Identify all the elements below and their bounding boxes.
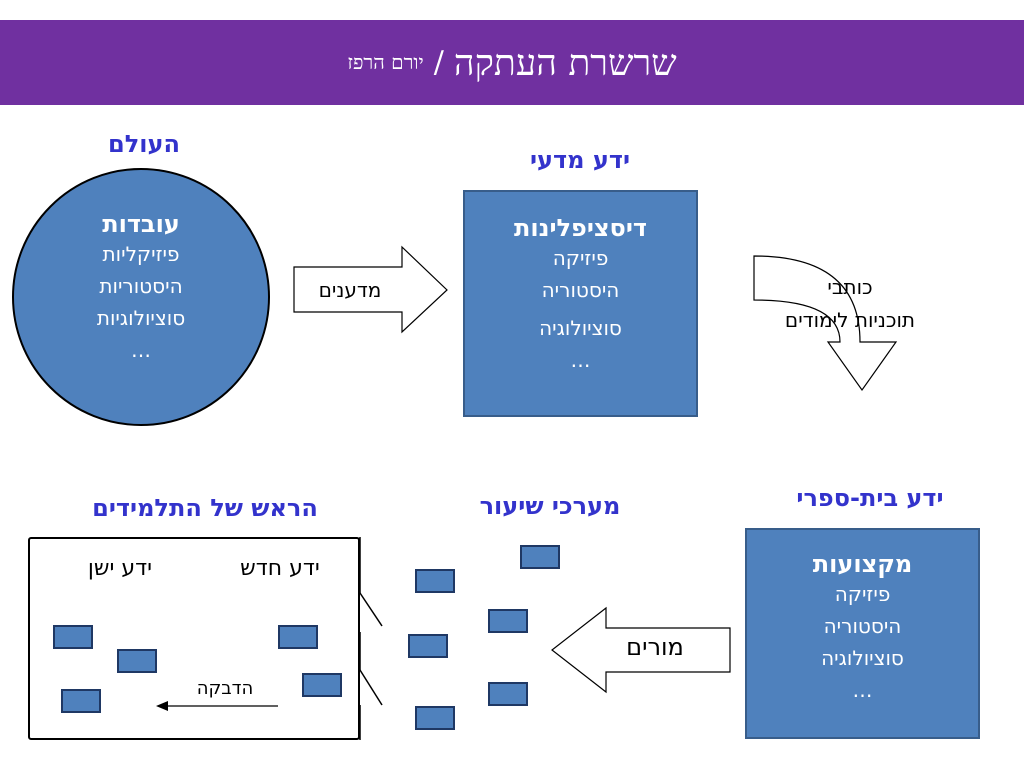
title-bar: שרשרת העתקה / יורם הרפז [0,20,1024,105]
curriculum-arrow-outline [753,255,898,392]
new-knowledge-rect [302,673,342,697]
disciplines-title: דיסציפלינות [513,214,648,242]
new-knowledge-rect [278,625,318,649]
lesson-plan-rect [415,706,455,730]
curriculum-label-line1: כותבי [827,275,873,299]
subjects-title: מקצועות [812,550,913,578]
old-knowledge-rect [61,689,101,713]
funnel-line-lower [359,669,383,706]
facts-title: עובדות [102,210,180,238]
students-head-heading: הראש של התלמידים [92,494,318,522]
discipline-physics: פיזיקה [552,246,609,270]
world-item-sociological: סוציולוגיות [96,306,186,330]
funnel-line-upper [359,592,383,627]
school-knowledge-heading: ידע בית-ספרי [796,484,944,512]
subject-sociology: סוציולוגיה [821,646,904,670]
lesson-plan-rect [408,634,448,658]
subject-history: היסטוריה [823,614,902,638]
attach-label: הדבקה [196,678,254,699]
discipline-sociology: סוציולוגיה [539,316,622,340]
scientific-knowledge-heading: ידע מדעי [529,146,631,174]
scientists-label: מדענים [318,278,382,302]
world-circle: עובדות פיזיקליות היסטוריות סוציולוגיות … [12,168,270,426]
scientists-arrow [293,245,448,334]
slide-title: שרשרת העתקה [453,42,677,84]
curriculum-label-line2: תוכניות לימודים [784,308,916,332]
subjects-ellipsis: … [852,678,873,702]
teachers-label: מורים [626,633,684,661]
world-item-physical: פיזיקליות [102,242,180,266]
teachers-arrow [551,606,731,694]
disciplines-box: דיסציפלינות פיזיקה היסטוריה סוציולוגיה … [463,190,698,417]
disciplines-ellipsis: … [570,348,591,372]
old-knowledge-rect [117,649,157,673]
lesson-plan-rect [488,609,528,633]
new-knowledge-label: ידע חדש [240,556,320,581]
subject-physics: פיזיקה [834,582,891,606]
attach-arrow-head [156,701,168,711]
old-knowledge-rect [53,625,93,649]
author-name: יורם הרפז [347,50,424,74]
lesson-plan-rect [415,569,455,593]
old-knowledge-label: ידע ישן [87,556,153,581]
subjects-box: מקצועות פיזיקה היסטוריה סוציולוגיה … [745,528,980,739]
students-head-frame [28,537,360,740]
world-item-historical: היסטוריות [99,274,183,298]
lesson-plan-rect [488,682,528,706]
lesson-plans-heading: מערכי שיעור [479,492,621,520]
world-ellipsis: … [131,338,151,362]
title-separator: / [433,45,444,80]
world-heading: העולם [108,130,180,158]
discipline-history: היסטוריה [541,278,620,302]
lesson-plan-rect [520,545,560,569]
